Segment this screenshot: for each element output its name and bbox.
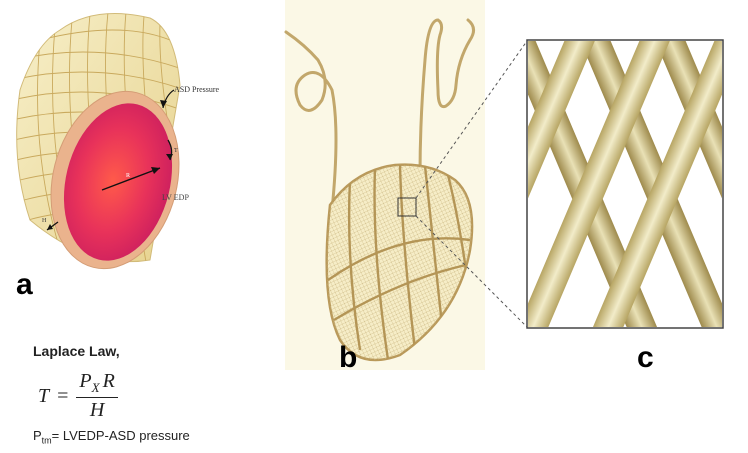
radius-arrow [101,167,161,191]
formula-lhs: T [38,384,50,407]
lvedp-label: LV EDP [162,193,189,202]
panel-a-vessel: R H T ASD Pressure LV EDP [16,13,220,270]
formula-num-p: P [79,370,92,392]
zoom-connectors [415,40,528,328]
radius-label: R [126,173,130,179]
formula-num-r: R [102,370,115,392]
panel-b-device [284,0,485,370]
asd-pressure-label: ASD Pressure [174,85,220,94]
vessel-lumen [63,103,173,261]
panel-label-b: b [339,341,358,374]
laplace-law-title: Laplace Law, [33,343,120,359]
formula-equals: = [57,384,69,407]
panel-c-mesh-closeup [526,39,724,329]
device-zoom-box [397,197,417,217]
formula-num-sub: X [91,380,100,395]
device-wire-right [418,18,475,177]
device-struts [327,164,471,360]
formula-denominator: H [89,399,105,421]
device-wire-left [284,30,338,212]
ptm-sub: tm [41,435,52,446]
tension-label: T [174,148,178,154]
panel-label-a: a [16,268,33,301]
panel-label-c: c [637,341,654,374]
closeup-strands-b [528,41,722,327]
ptm-rest: = LVEDP-ASD pressure [51,428,190,443]
ptm-definition: Ptm= LVEDP-ASD pressure [33,428,190,446]
ptm-p: P [33,428,42,443]
thickness-label: H [42,218,47,224]
